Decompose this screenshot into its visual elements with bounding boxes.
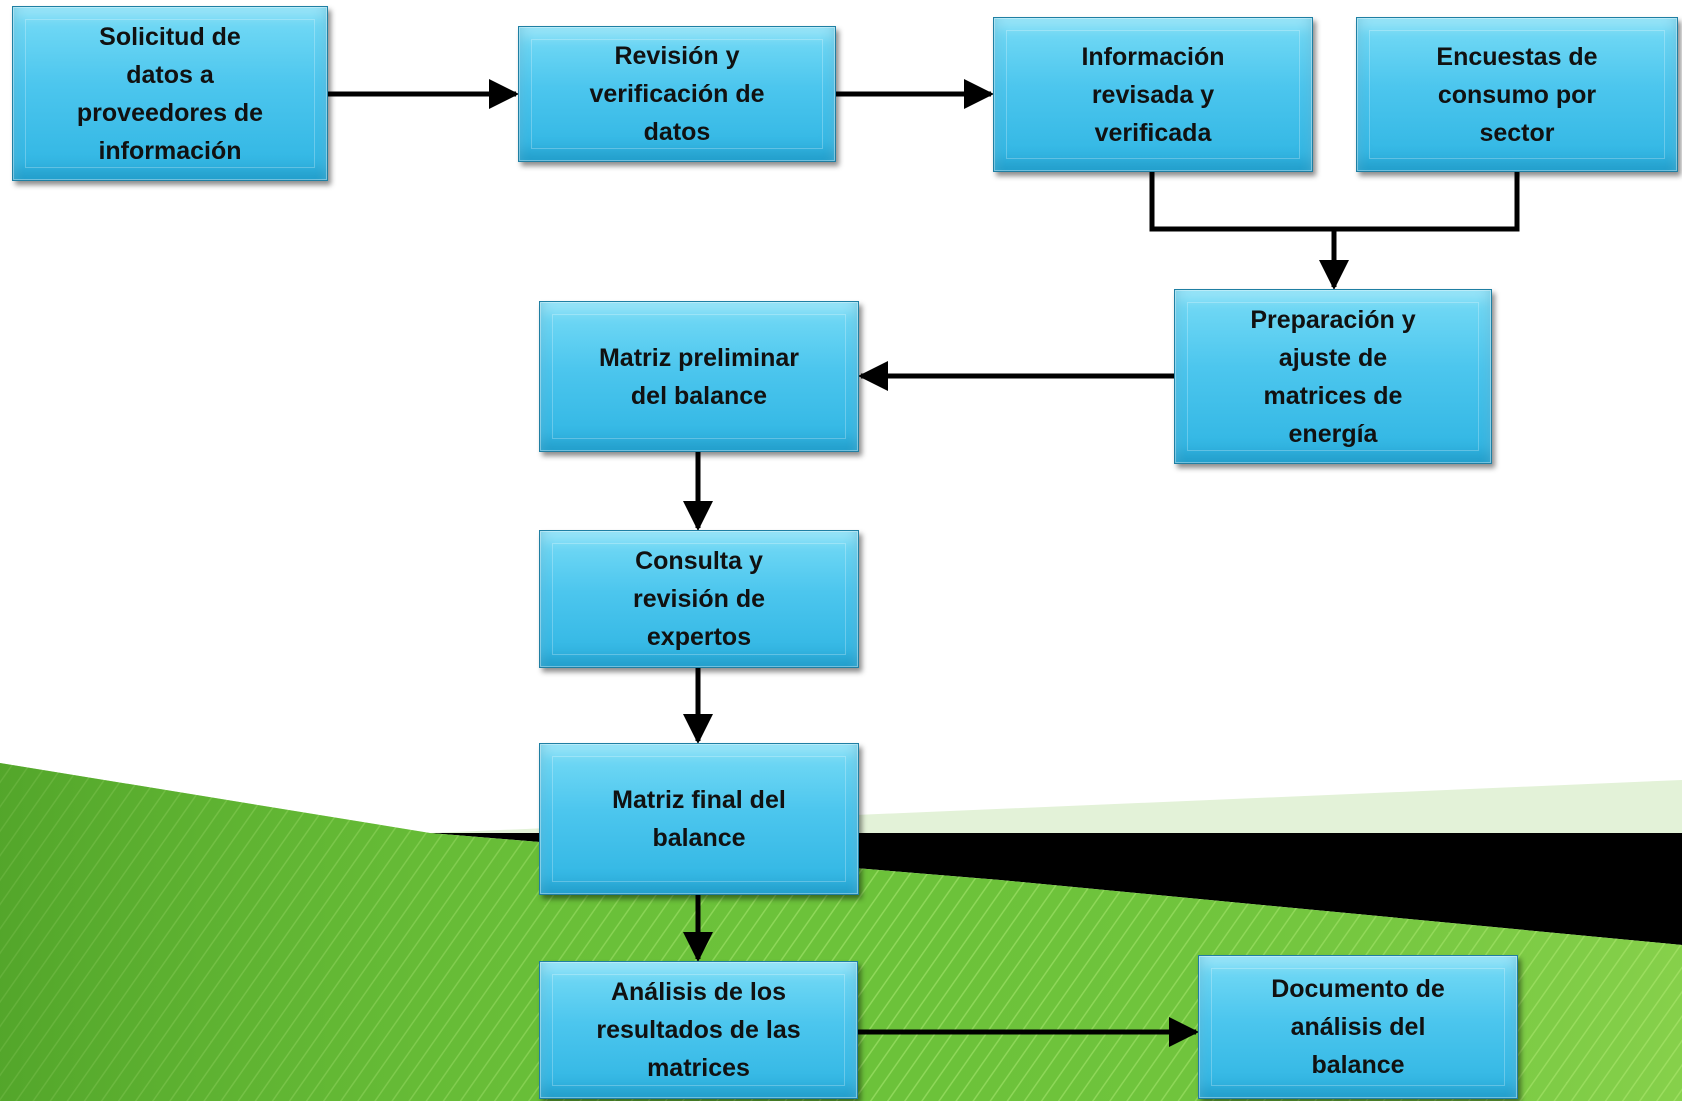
node-revision: Revisión y verificación de datos bbox=[518, 26, 836, 162]
node-preparacion: Preparación y ajuste de matrices de ener… bbox=[1174, 289, 1492, 464]
node-documento: Documento de análisis del balance bbox=[1198, 955, 1518, 1099]
node-encuestas: Encuestas de consumo por sector bbox=[1356, 17, 1678, 172]
node-encuestas-label: Encuestas de consumo por sector bbox=[1436, 42, 1598, 147]
node-documento-label: Documento de análisis del balance bbox=[1271, 975, 1445, 1079]
node-matriz-preliminar: Matriz preliminar del balance bbox=[539, 301, 859, 452]
connector-info-to-join bbox=[1149, 172, 1520, 232]
band-black-strip bbox=[430, 833, 1682, 945]
node-info-revisada: Información revisada y verificada bbox=[993, 17, 1313, 172]
node-analisis-label: Análisis de los resultados de las matric… bbox=[596, 978, 801, 1082]
node-preparacion-label: Preparación y ajuste de matrices de ener… bbox=[1250, 305, 1416, 448]
node-solicitud: Solicitud de datos a proveedores de info… bbox=[12, 6, 328, 181]
node-info-revisada-label: Información revisada y verificada bbox=[1081, 42, 1225, 147]
node-consulta-label: Consulta y revisión de expertos bbox=[633, 547, 765, 651]
node-analisis: Análisis de los resultados de las matric… bbox=[539, 961, 858, 1099]
node-revision-label: Revisión y verificación de datos bbox=[589, 42, 765, 146]
node-matriz-final: Matriz final del balance bbox=[539, 743, 859, 895]
node-matriz-preliminar-label: Matriz preliminar del balance bbox=[598, 343, 800, 410]
node-matriz-final-label: Matriz final del balance bbox=[612, 786, 786, 852]
node-consulta: Consulta y revisión de expertos bbox=[539, 530, 859, 668]
node-solicitud-label: Solicitud de datos a proveedores de info… bbox=[76, 22, 264, 165]
